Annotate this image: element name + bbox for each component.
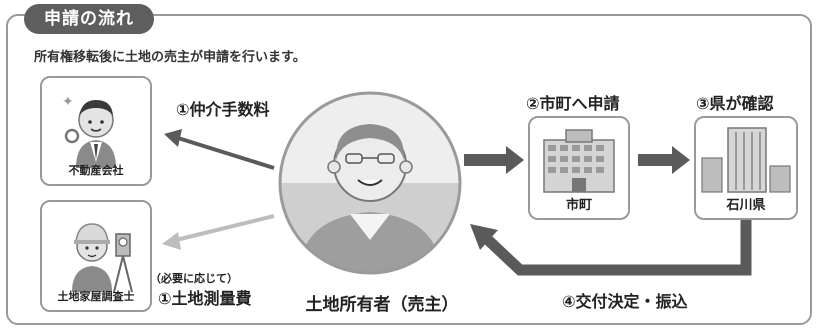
step-pref-confirm: ③県が確認 (696, 94, 774, 113)
step-survey-fee: ①土地測量費 (158, 289, 252, 308)
arrow-to-realtor (164, 129, 275, 170)
surveyor-card: 土地家屋調査士 (40, 200, 152, 312)
owner-label: 土地所有者（売主） (305, 295, 459, 315)
step-brokerage-fee: ①仲介手数料 (176, 100, 270, 119)
realtor-card: ✦ 不動産会社 (40, 76, 152, 186)
arrow-to-surveyor (162, 214, 275, 250)
step-apply-city: ②市町へ申請 (526, 94, 620, 113)
owner-circle (278, 91, 462, 275)
diagram-title: 申請の流れ (24, 4, 154, 34)
diagram-subtitle: 所有権移転後に土地の売主が申請を行います。 (34, 50, 306, 65)
city-label: 市町 (565, 198, 592, 213)
owner-illustration (280, 93, 460, 273)
realtor-illustration: ✦ (62, 94, 116, 168)
svg-text:✦: ✦ (62, 94, 74, 110)
surveyor-illustration (72, 223, 133, 293)
prefecture-label: 石川県 (726, 198, 766, 213)
prefecture-card: 石川県 (694, 116, 798, 220)
city-card: 市町 (528, 116, 630, 220)
prefecture-building-illustration (701, 127, 791, 193)
step-if-needed: （必要に応じて） (150, 272, 238, 285)
surveyor-label: 土地家屋調査士 (57, 290, 135, 303)
realtor-label: 不動産会社 (68, 164, 124, 177)
city-building-illustration (543, 129, 615, 193)
step-payment: ④交付決定・振込 (562, 292, 688, 311)
arrow-payment-return (470, 220, 752, 276)
arrow-owner-to-city (464, 146, 524, 174)
flow-frame (6, 14, 812, 325)
arrow-city-to-prefecture (638, 146, 690, 174)
